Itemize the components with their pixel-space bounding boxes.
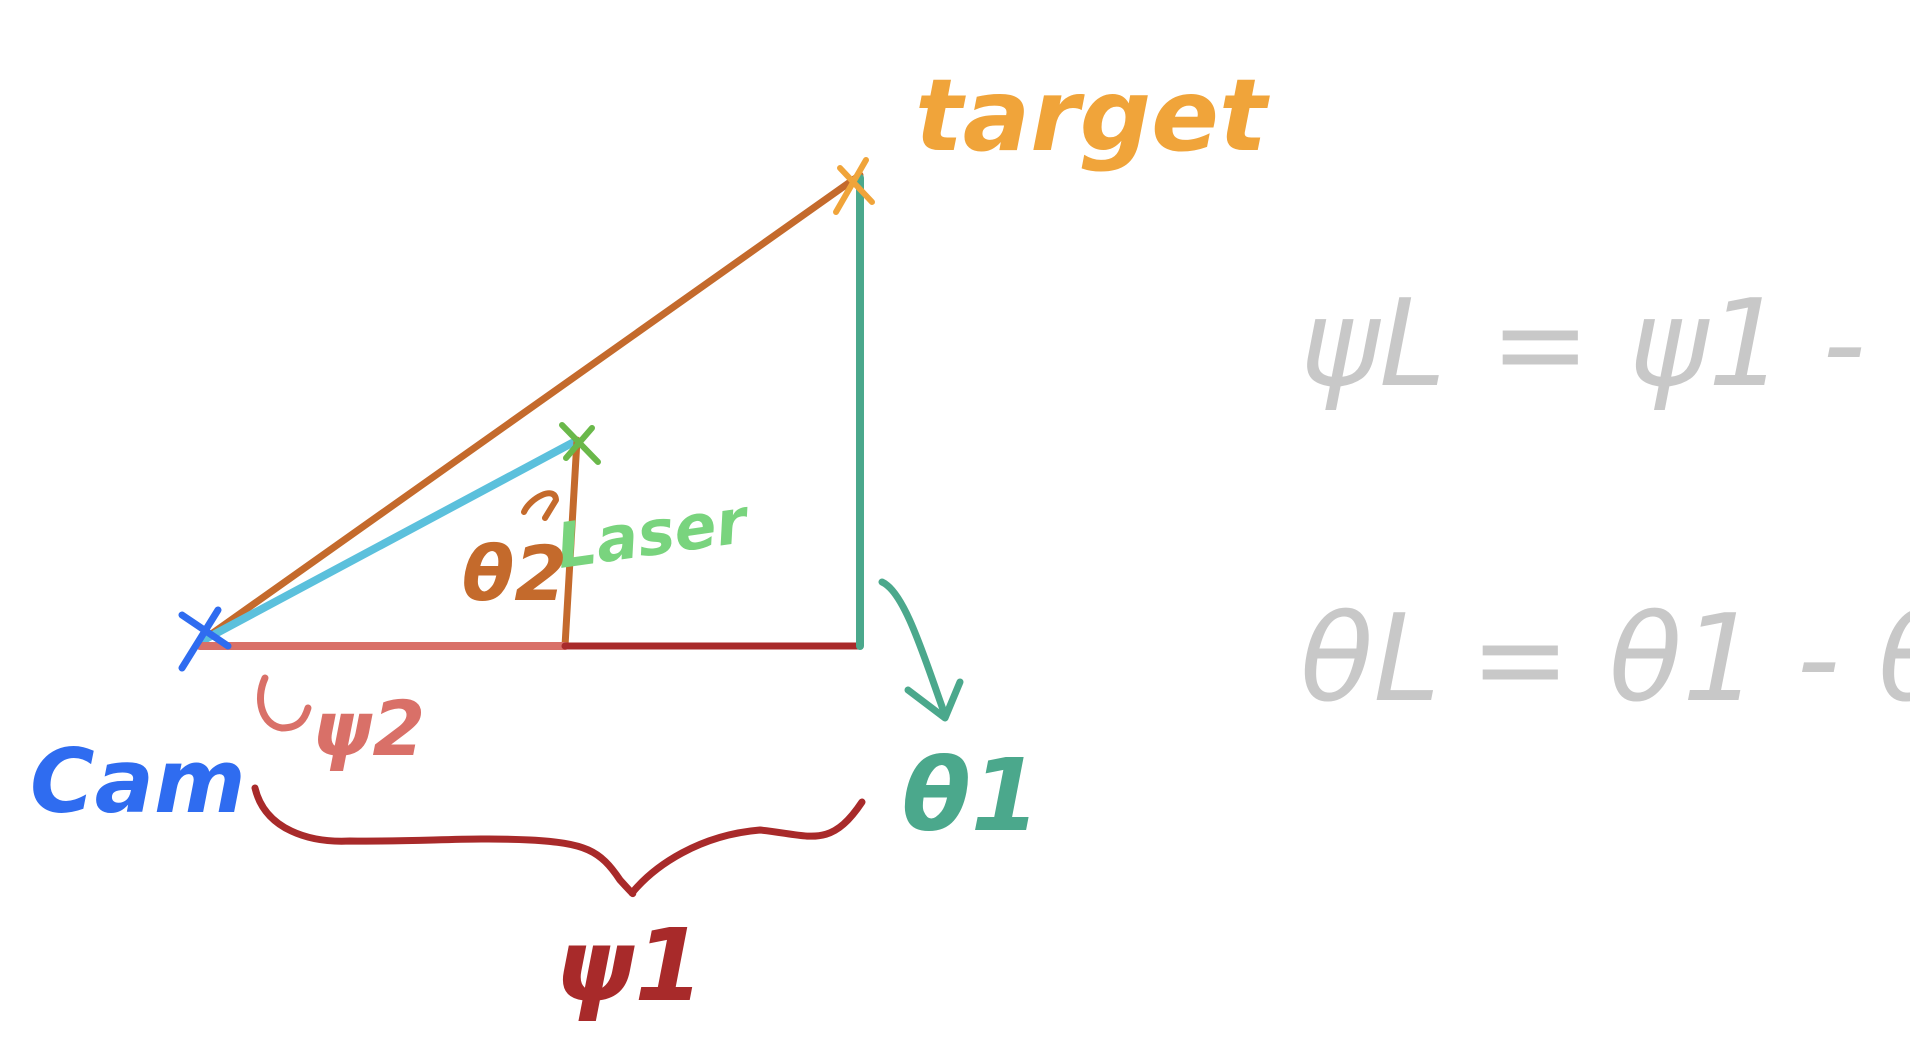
psi-equation-rhs: = ψ1 - ψ2	[1490, 275, 1910, 414]
target-label: target	[915, 57, 1270, 174]
camera-marker-icon	[178, 606, 232, 672]
theta1-arrow-icon	[878, 578, 964, 722]
theta2-label: θ2	[462, 529, 567, 618]
theta-equation-rhs: = θ1 - θ2	[1470, 590, 1910, 729]
psi1-brace	[251, 784, 866, 898]
camera-to-target-line	[196, 171, 864, 646]
camera-label: Cam	[30, 730, 246, 833]
camera-to-laser-line	[196, 439, 576, 646]
psi2-arc	[257, 674, 312, 732]
laser-vertical-line	[561, 436, 581, 650]
target-marker-icon	[833, 157, 875, 215]
theta2-arc	[521, 490, 559, 521]
theta1-label: θ1	[902, 737, 1040, 854]
laser-point-marker-icon	[559, 422, 601, 465]
laser-label: Laser	[552, 484, 755, 583]
psi2-label: ψ2	[312, 684, 425, 773]
psi1-label: ψ1	[555, 907, 704, 1024]
theta-equation-lhs: θL	[1300, 590, 1440, 729]
psi-equation-lhs: ψL	[1300, 275, 1446, 414]
